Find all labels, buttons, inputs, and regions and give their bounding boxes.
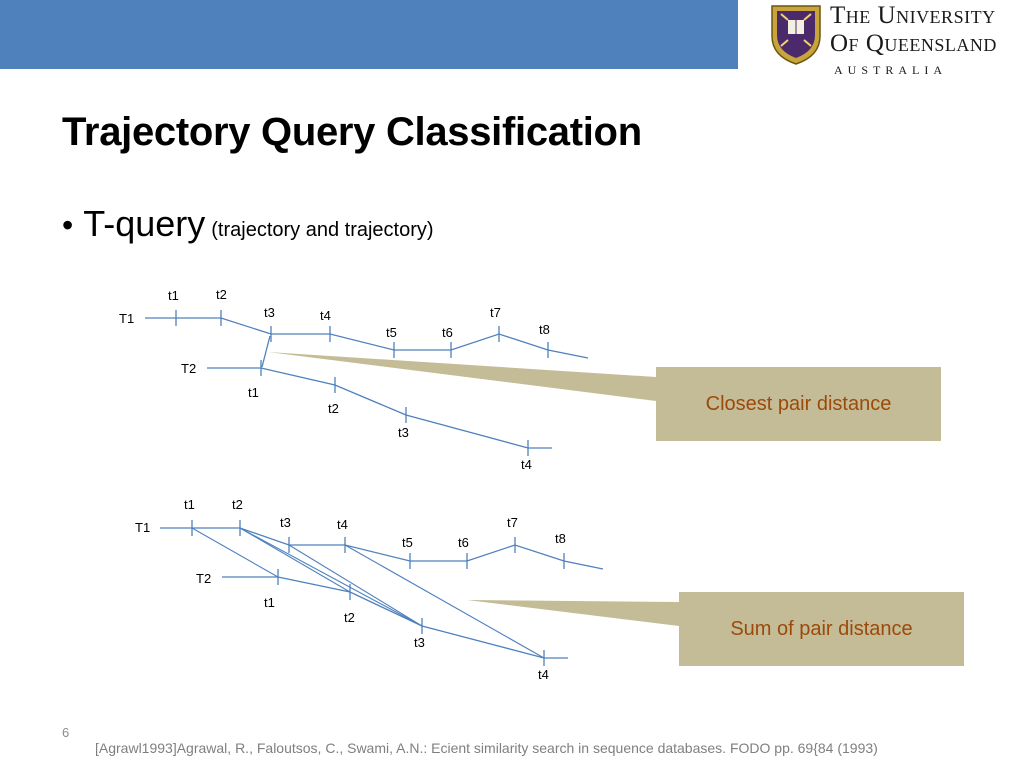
d1-T1-tick-label: t7 (490, 305, 501, 320)
header-accent-bar (0, 0, 738, 69)
sum-pair-callout: Sum of pair distance (679, 592, 964, 666)
bullet-item: •T-query(trajectory and trajectory) (62, 203, 434, 245)
d2-T2-tick-label: t1 (264, 595, 275, 610)
logo-text-line2: Of Queensland (830, 30, 997, 57)
d2-T2-trajectory (222, 569, 568, 666)
d2-pair-links (191, 527, 545, 659)
d2-T1-trajectory (160, 520, 604, 570)
d2-T2-tick-label: t2 (344, 610, 355, 625)
d1-T1-tick-label: t6 (442, 325, 453, 340)
d2-T1-tick-label: t6 (458, 535, 469, 550)
d1-closest-pair-link (261, 335, 271, 368)
d1-T1-tick-label: t4 (320, 308, 331, 323)
crest-icon (771, 5, 821, 65)
d1-T1-tick-label: t3 (264, 305, 275, 320)
d2-T2-tick-label: t3 (414, 635, 425, 650)
bullet-sub-text: (trajectory and trajectory) (211, 219, 434, 241)
d2-T1-tick-label: t5 (402, 535, 413, 550)
diagram-sum-pair: T1 T2 t1 t2 t3 t4 t5 t6 t7 t8 t1 t2 t3 t… (135, 497, 679, 682)
d1-T1-trajectory (145, 310, 589, 359)
d1-T2-trajectory (207, 335, 552, 456)
slide-title: Trajectory Query Classification (62, 110, 642, 154)
d1-T1-tick-label: t2 (216, 287, 227, 302)
footer-citation: [Agrawl1993]Agrawal, R., Faloutsos, C., … (95, 740, 878, 756)
closest-pair-callout: Closest pair distance (656, 367, 941, 441)
d2-T1-tick-label: t3 (280, 515, 291, 530)
d2-T1-tick-label: t7 (507, 515, 518, 530)
d2-T1-tick-label: t1 (184, 497, 195, 512)
page-number: 6 (62, 725, 70, 740)
d1-T1-tick-label: t5 (386, 325, 397, 340)
d1-T2-label: T2 (181, 361, 196, 376)
d2-T1-tick-label: t8 (555, 531, 566, 546)
d1-T2-tick-label: t2 (328, 401, 339, 416)
university-logo: The University Of Queensland AUSTRALIA (762, 0, 1024, 82)
d1-T2-tick-label: t1 (248, 385, 259, 400)
d1-T2-tick-label: t3 (398, 425, 409, 440)
logo-text-line1: The University (830, 2, 996, 29)
d2-T1-label: T1 (135, 520, 150, 535)
d1-T1-tick-label: t8 (539, 322, 550, 337)
d1-T1-tick-label: t1 (168, 288, 179, 303)
d2-T2-label: T2 (196, 571, 211, 586)
bullet-dot-icon: • (62, 207, 74, 243)
d2-T1-tick-label: t4 (337, 517, 348, 532)
diagram-closest-pair: T1 T2 t1 t2 t3 t4 t5 t6 t7 t8 t1 t2 t3 t… (119, 287, 656, 472)
d2-T2-tick-label: t4 (538, 667, 549, 682)
d2-callout-pointer (467, 600, 679, 626)
d2-T1-tick-label: t2 (232, 497, 243, 512)
d1-T2-tick-label: t4 (521, 457, 532, 472)
d1-T1-label: T1 (119, 311, 134, 326)
bullet-main-text: T-query (83, 203, 206, 244)
d1-callout-pointer (268, 352, 656, 401)
logo-text-line3: AUSTRALIA (834, 63, 947, 77)
